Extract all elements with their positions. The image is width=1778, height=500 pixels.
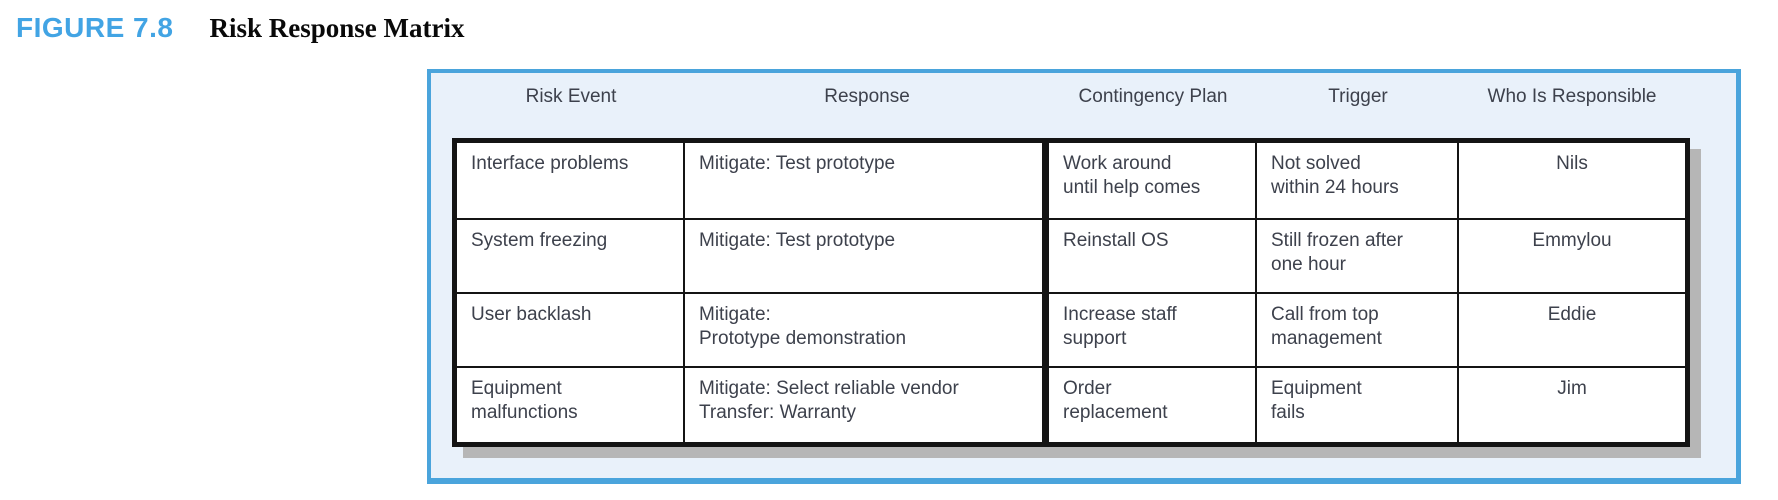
column-header-response: Response bbox=[824, 86, 910, 107]
column-header-who-is-responsible: Who Is Responsible bbox=[1487, 86, 1657, 107]
cell-contingency-plan: Work around until help comes bbox=[1049, 143, 1257, 220]
figure-panel: Risk Event Response Contingency Plan Tri… bbox=[427, 69, 1741, 484]
cell-trigger: Call from top management bbox=[1257, 294, 1459, 368]
cell-risk-event: Equipment malfunctions bbox=[457, 368, 685, 442]
cell-risk-event: System freezing bbox=[457, 220, 685, 294]
cell-trigger: Not solved within 24 hours bbox=[1257, 143, 1459, 220]
cell-trigger: Equipment fails bbox=[1257, 368, 1459, 442]
risk-response-table: Interface problems Mitigate: Test protot… bbox=[452, 138, 1690, 447]
column-header-contingency-plan: Contingency Plan bbox=[1078, 86, 1228, 107]
figure-number-label: FIGURE 7.8 bbox=[16, 12, 174, 43]
cell-responsible: Jim bbox=[1459, 368, 1685, 442]
cell-contingency-plan: Reinstall OS bbox=[1049, 220, 1257, 294]
cell-responsible: Emmylou bbox=[1459, 220, 1685, 294]
table-header-row: Risk Event Response Contingency Plan Tri… bbox=[452, 75, 1690, 119]
cell-response: Mitigate: Test prototype bbox=[685, 220, 1049, 294]
cell-response: Mitigate: Prototype demonstration bbox=[685, 294, 1049, 368]
figure-heading: FIGURE 7.8 Risk Response Matrix bbox=[16, 12, 464, 44]
figure-title: Risk Response Matrix bbox=[209, 13, 465, 43]
cell-response: Mitigate: Select reliable vendor Transfe… bbox=[685, 368, 1049, 442]
cell-risk-event: User backlash bbox=[457, 294, 685, 368]
cell-risk-event: Interface problems bbox=[457, 143, 685, 220]
column-header-risk-event: Risk Event bbox=[525, 86, 617, 107]
column-header-trigger: Trigger bbox=[1328, 86, 1388, 107]
cell-responsible: Eddie bbox=[1459, 294, 1685, 368]
cell-contingency-plan: Increase staff support bbox=[1049, 294, 1257, 368]
cell-contingency-plan: Order replacement bbox=[1049, 368, 1257, 442]
cell-trigger: Still frozen after one hour bbox=[1257, 220, 1459, 294]
cell-responsible: Nils bbox=[1459, 143, 1685, 220]
cell-response: Mitigate: Test prototype bbox=[685, 143, 1049, 220]
